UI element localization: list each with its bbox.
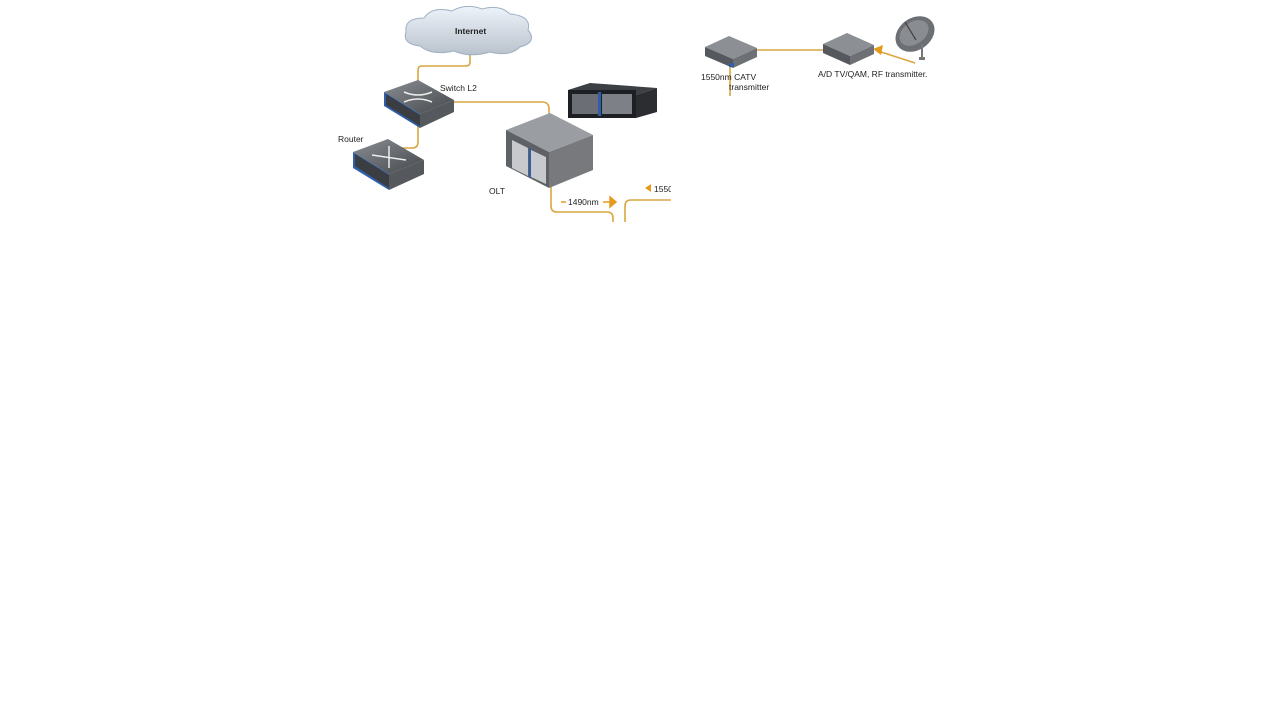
link-internet-switch [417,55,471,84]
rf-transmitter-icon [823,33,874,65]
switch-icon [384,80,454,128]
satellite-dish-icon [895,16,935,60]
wavelength-1490-label: 1490nm [568,197,599,207]
olt-icon [506,113,593,188]
switch-label: Switch L2 [440,83,477,93]
arrow-dish-rf-icon [873,45,883,55]
catv-label-line2: transmitter [729,82,769,92]
link-olt-splitter [550,186,614,222]
arrow-right-icon [603,195,618,209]
router-label: Router [338,134,364,144]
link-switch-olt [452,101,550,116]
catv-label-line1: 1550nm CATV [701,72,756,82]
rf-transmitter-label: A/D TV/QAM, RF transmitter. [818,69,927,79]
olt-label: OLT [489,186,505,196]
link-switch-router [398,125,419,149]
link-dish-rf [877,50,916,64]
link-catv-splitter [624,199,671,222]
arrow-left-icon [645,184,651,192]
rack-chassis-icon [568,83,657,118]
catv-transmitter-icon [705,36,757,68]
internet-cloud-icon [404,5,533,56]
router-icon [353,139,424,190]
wavelength-1550-label: 1550 [654,184,673,194]
internet-label: Internet [455,26,486,36]
